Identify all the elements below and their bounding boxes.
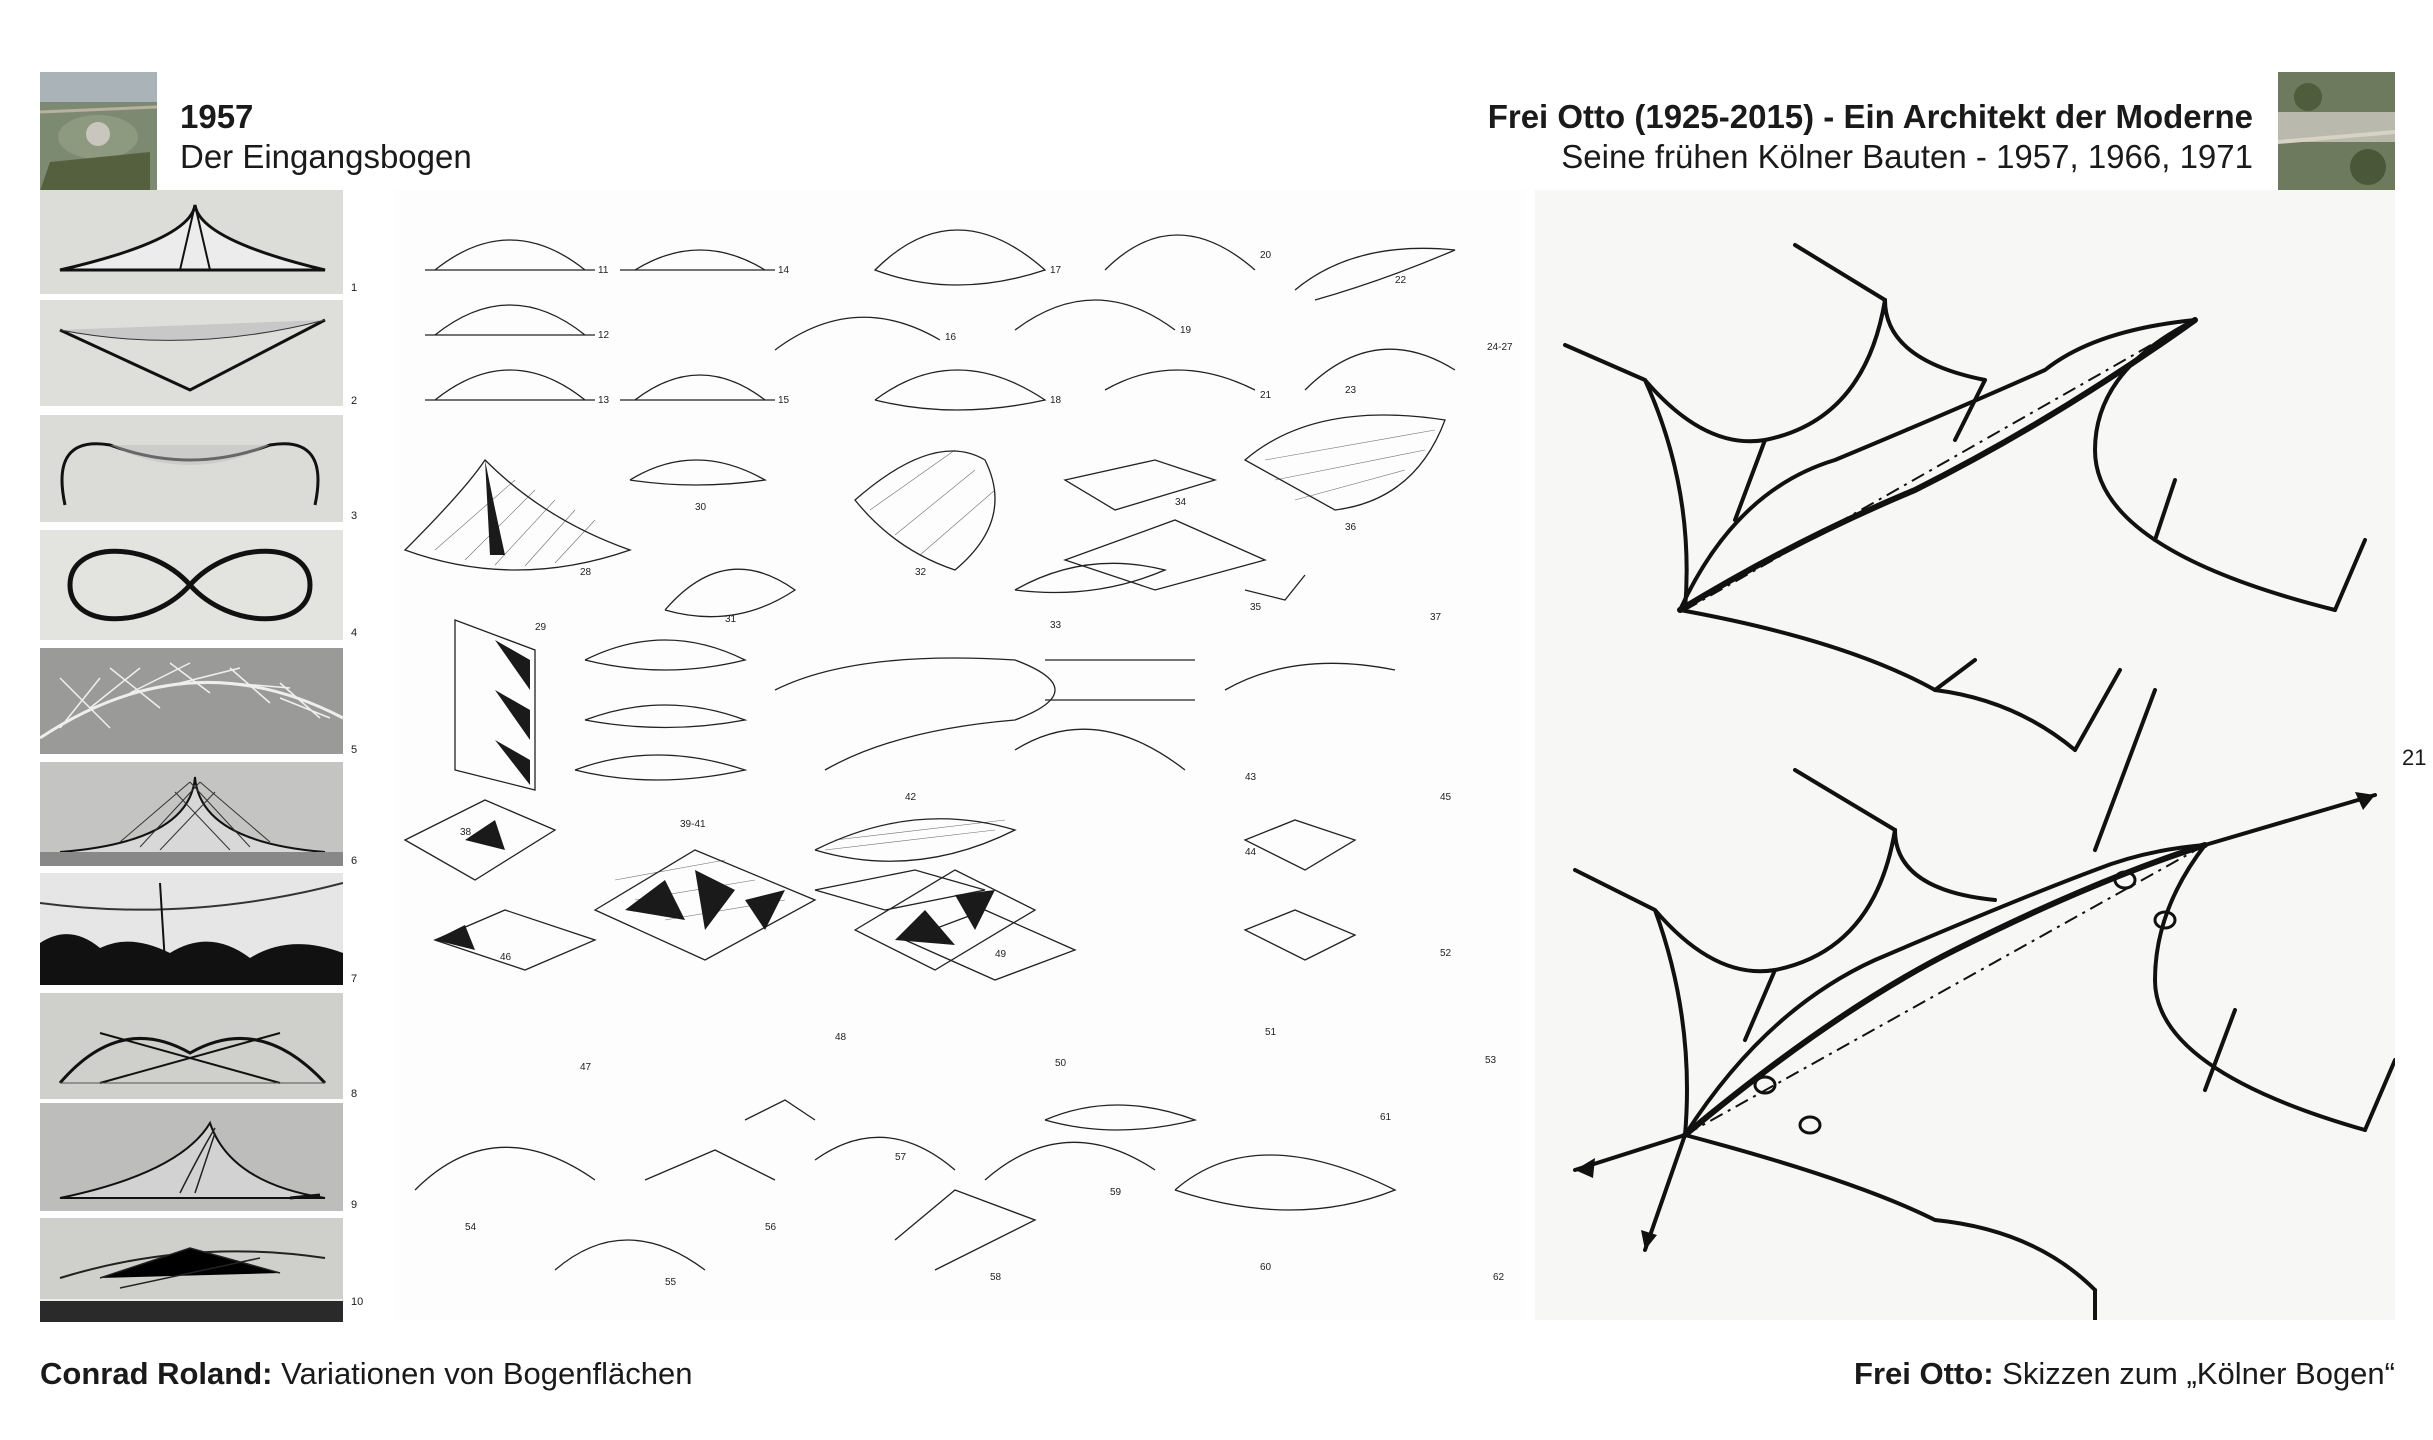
figure-number: 42: [905, 792, 917, 803]
figure-number: 15: [778, 395, 790, 406]
photo-number: 2: [351, 395, 358, 407]
photo-number: 5: [351, 744, 358, 756]
photo-10: [40, 1218, 343, 1322]
photo-number: 1: [351, 282, 358, 294]
figure-number: 54: [465, 1222, 477, 1233]
figure-number: 52: [1440, 948, 1452, 959]
photo-number: 4: [351, 627, 358, 639]
figure-number: 50: [1055, 1058, 1067, 1069]
page-number: 21: [2402, 745, 2427, 770]
right-caption-author: Frei Otto:: [1854, 1356, 1994, 1391]
page-subtitle: Seine frühen Kölner Bauten - 1957, 1966,…: [1561, 138, 2253, 175]
figure-number: 35: [1250, 602, 1262, 613]
photo-4: [40, 530, 343, 640]
left-caption-text: Variationen von Bogenflächen: [272, 1356, 693, 1391]
figure-number: 57: [895, 1152, 907, 1163]
right-caption-text: Skizzen zum „Kölner Bogen“: [1993, 1356, 2395, 1391]
figure-number: 55: [665, 1277, 677, 1288]
figure-number: 61: [1380, 1112, 1392, 1123]
figure-number: 24-27: [1487, 342, 1513, 353]
page-title: Frei Otto (1925-2015) - Ein Architekt de…: [1487, 98, 2253, 135]
photo-number: 8: [351, 1088, 358, 1100]
figure-number: 47: [580, 1062, 592, 1073]
figure-number: 36: [1345, 522, 1357, 533]
figure-number: 62: [1493, 1272, 1505, 1283]
left-caption-author: Conrad Roland:: [40, 1356, 273, 1391]
figure-number: 16: [945, 332, 957, 343]
photo-9: [40, 1103, 343, 1211]
photo-7: [40, 873, 343, 985]
figure-number: 22: [1395, 275, 1407, 286]
figure-number: 53: [1485, 1055, 1497, 1066]
arch-variations-drawings: 11 12 13 14 15 16 17 18 19 20 21 22 23 2…: [403, 229, 1513, 1288]
figure-number: 59: [1110, 1187, 1122, 1198]
photo-number: 3: [351, 510, 358, 522]
arch-variations-plate: 11 12 13 14 15 16 17 18 19 20 21 22 23 2…: [395, 190, 1525, 1320]
figure-number: 14: [778, 265, 790, 276]
aerial-thumbnail-right: [2278, 72, 2395, 191]
photo-number: 10: [351, 1296, 364, 1308]
figure-number: 21: [1260, 390, 1272, 401]
photo-number: 7: [351, 973, 358, 985]
photo-number: 9: [351, 1199, 358, 1211]
figure-number: 34: [1175, 497, 1187, 508]
photo-6: [40, 762, 343, 866]
photo-2: [40, 300, 343, 406]
figure-number: 46: [500, 952, 512, 963]
section-subtitle: Der Eingangsbogen: [180, 138, 472, 175]
aerial-thumbnail-left: [40, 72, 157, 191]
figure-number: 56: [765, 1222, 777, 1233]
figure-number: 39-41: [680, 819, 706, 830]
photo-3: [40, 415, 343, 522]
figure-number: 33: [1050, 620, 1062, 631]
figure-number: 20: [1260, 250, 1272, 261]
figure-number: 17: [1050, 265, 1062, 276]
figure-number: 37: [1430, 612, 1442, 623]
photo-1: [40, 190, 343, 294]
figure-number: 45: [1440, 792, 1452, 803]
figure-number: 23: [1345, 385, 1357, 396]
figure-number: 43: [1245, 772, 1257, 783]
figure-number: 13: [598, 395, 610, 406]
figure-number: 60: [1260, 1262, 1272, 1273]
figure-number: 28: [580, 567, 592, 578]
year-heading: 1957: [180, 98, 254, 135]
frei-otto-sketch-drawings: [1563, 243, 2397, 1352]
figure-number: 18: [1050, 395, 1062, 406]
figure-number: 38: [460, 827, 472, 838]
figure-number: 32: [915, 567, 927, 578]
figure-number: 48: [835, 1032, 847, 1043]
figure-number: 12: [598, 330, 610, 341]
koelner-bogen-sketches: [1535, 190, 2397, 1352]
figure-number: 58: [990, 1272, 1002, 1283]
photo-5: [40, 648, 343, 754]
figure-number: 51: [1265, 1027, 1277, 1038]
right-caption: Frei Otto: Skizzen zum „Kölner Bogen“: [1854, 1356, 2395, 1392]
figure-number: 31: [725, 614, 737, 625]
figure-number: 30: [695, 502, 707, 513]
figure-number: 49: [995, 949, 1007, 960]
left-caption: Conrad Roland: Variationen von Bogenfläc…: [40, 1356, 692, 1392]
figure-number: 11: [598, 265, 609, 276]
figure-number: 29: [535, 622, 547, 633]
photo-number: 6: [351, 855, 358, 867]
figure-number: 44: [1245, 847, 1257, 858]
photo-8: [40, 993, 343, 1099]
figure-number: 19: [1180, 325, 1192, 336]
